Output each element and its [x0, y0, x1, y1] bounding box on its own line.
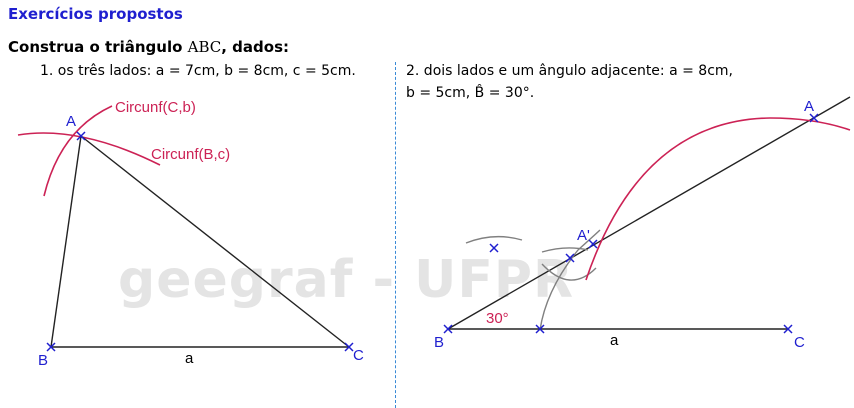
- instruction-suffix: , dados:: [221, 38, 290, 56]
- point-a-marker: [76, 131, 86, 141]
- circle-c-b-arc: [17, 132, 161, 166]
- point-a-prime-marker: [588, 239, 598, 249]
- bisector-arc-3: [541, 263, 597, 281]
- label-a2: A: [804, 98, 814, 115]
- label-circle-c-b: Circunf(C,b): [115, 99, 196, 116]
- problem-2-sides: b = 5cm,: [406, 85, 475, 101]
- problem-2-line-2: b = 5cm, B̂ = 30°.: [406, 82, 733, 104]
- point-a2-marker: [809, 113, 819, 123]
- point-c-marker: [344, 342, 354, 352]
- problem-2-angle-symbol: B̂: [474, 85, 485, 101]
- label-b: B: [38, 352, 48, 369]
- bisector-arc-1: [465, 235, 523, 244]
- label-circle-b-c: Circunf(B,c): [151, 146, 230, 163]
- problem-2-line-1: 2. dois lados e um ângulo adjacente: a =…: [406, 63, 733, 79]
- side-b: [80, 135, 350, 348]
- page-title: Exercícios propostos: [8, 5, 183, 23]
- label-a: A: [66, 113, 76, 130]
- instruction-prefix: Construa o triângulo: [8, 38, 188, 56]
- column-divider: [395, 62, 396, 408]
- circle-b-c-arc-2: [585, 117, 851, 281]
- point-bisector-top-marker: [489, 243, 499, 253]
- label-c2: C: [794, 334, 805, 351]
- figure-2: A A' B C a 30°: [434, 96, 851, 351]
- label-a-prime: A': [577, 227, 590, 244]
- label-side-a: a: [185, 350, 194, 367]
- point-ray-intersection-marker: [565, 253, 575, 263]
- point-c2-marker: [783, 324, 793, 334]
- figure-1: A B C a Circunf(C,b) Circunf(B,c): [17, 99, 364, 369]
- instruction: Construa o triângulo ABC, dados:: [8, 38, 289, 56]
- point-b2-marker: [443, 324, 453, 334]
- problem-2-text: 2. dois lados e um ângulo adjacente: a =…: [406, 60, 733, 104]
- angle-ray: [447, 96, 851, 330]
- angle-arc: [539, 229, 601, 331]
- instruction-triangle-name: ABC: [187, 38, 222, 56]
- problem-2-angle-value: = 30°.: [484, 85, 535, 101]
- point-b-marker: [46, 342, 56, 352]
- point-angle-base-marker: [535, 324, 545, 334]
- label-b2: B: [434, 334, 444, 351]
- bisector-arc-2: [541, 247, 589, 253]
- circle-b-c-arc: [43, 105, 113, 197]
- side-c: [50, 135, 82, 348]
- problem-1-text: 1. os três lados: a = 7cm, b = 8cm, c = …: [40, 63, 356, 79]
- label-angle-30: 30°: [486, 310, 509, 327]
- label-side-a2: a: [610, 332, 619, 349]
- label-c: C: [353, 347, 364, 364]
